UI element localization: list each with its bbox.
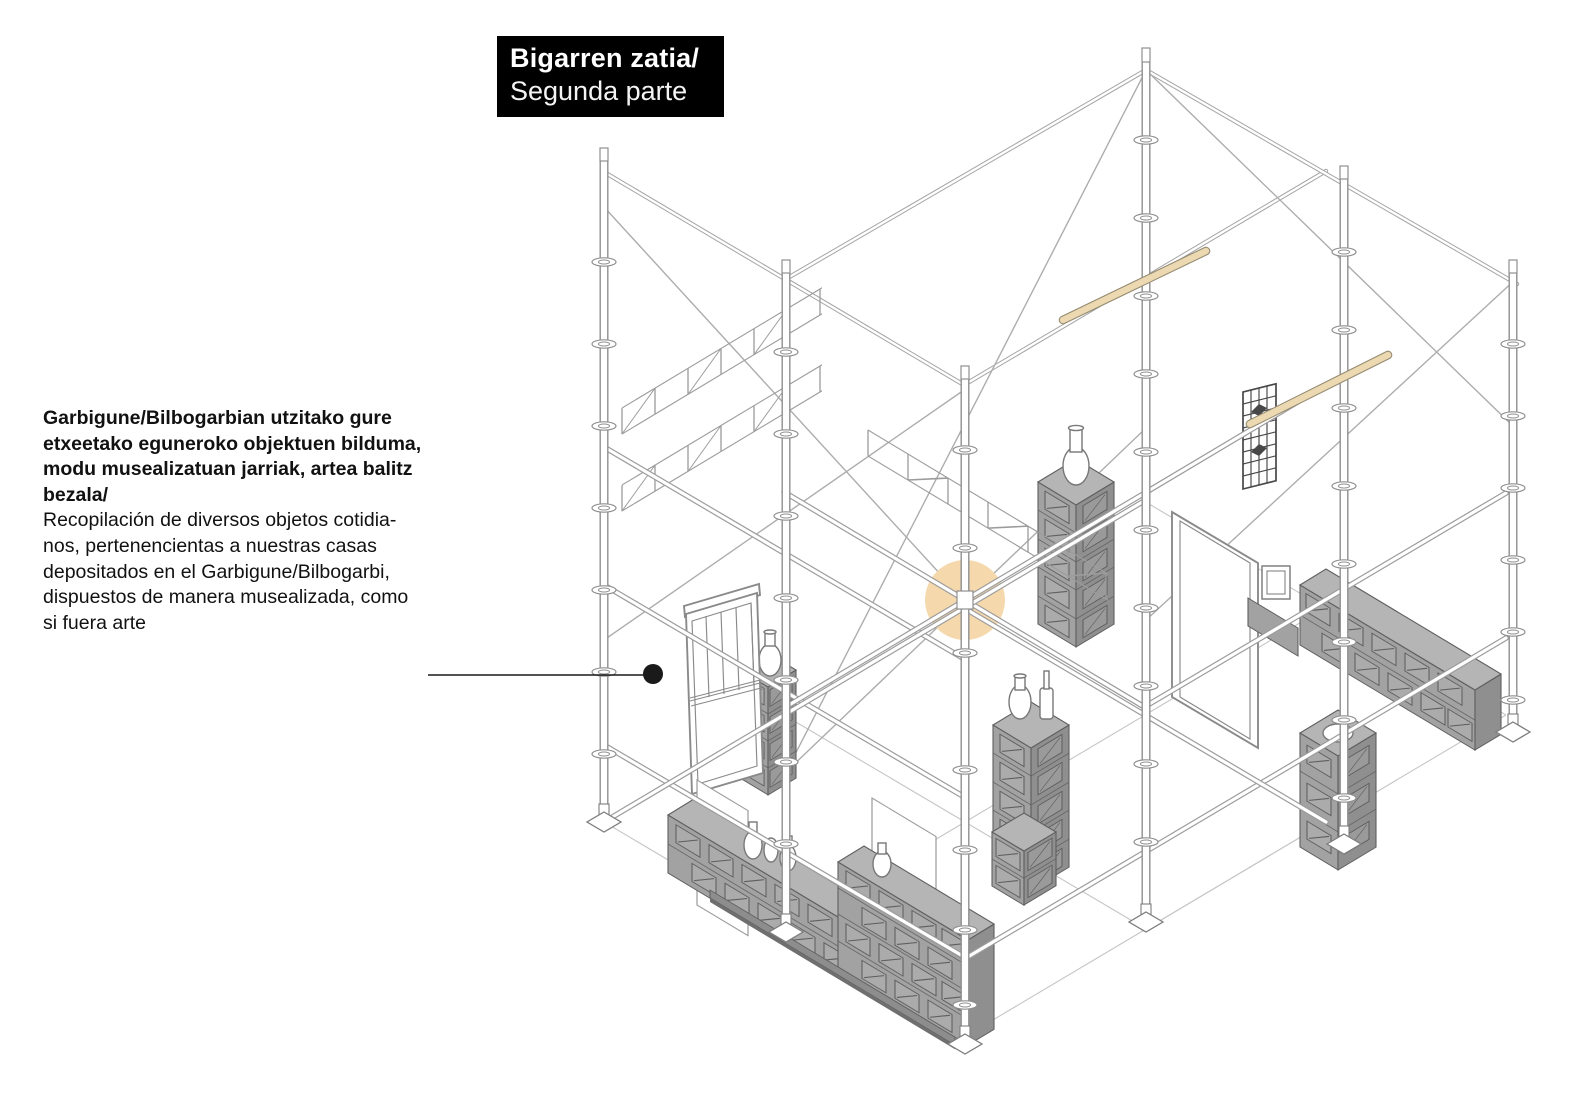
plank-strip bbox=[709, 889, 956, 1050]
vase-icon bbox=[1008, 673, 1032, 720]
scaffold-pole bbox=[947, 365, 983, 1055]
block-stack-jug bbox=[1038, 424, 1114, 647]
block-wall-center bbox=[836, 797, 996, 1046]
block-stack-small bbox=[990, 812, 1058, 907]
window-frame bbox=[682, 582, 764, 796]
title-block: Bigarren zatia/ Segunda parte bbox=[497, 36, 724, 117]
annotation-text: Garbigune/Bilbogarbian utzitako gure etx… bbox=[43, 406, 453, 636]
scaffold-pole bbox=[768, 259, 804, 943]
annotation-spanish: Recopilación de diversos objetos cotidia… bbox=[43, 509, 409, 634]
annotation-leader bbox=[428, 664, 663, 684]
title-spanish: Segunda parte bbox=[510, 76, 688, 106]
jug-icon bbox=[872, 842, 892, 878]
title-basque: Bigarren zatia/ bbox=[510, 43, 700, 73]
wood-rod bbox=[1245, 350, 1393, 429]
scaffold-poles bbox=[586, 47, 1531, 1055]
annotation-basque: Garbigune/Bilbogarbian utzitako gure etx… bbox=[43, 407, 422, 506]
bottle-icon bbox=[1039, 670, 1054, 720]
wood-rod bbox=[1058, 246, 1211, 325]
door-panel bbox=[1171, 510, 1259, 750]
annotation-dot-icon bbox=[643, 664, 663, 684]
picture-frame bbox=[1261, 565, 1291, 600]
wood-rods bbox=[1058, 246, 1393, 429]
roof-beams bbox=[601, 67, 1520, 388]
jug-icon bbox=[1062, 424, 1090, 486]
window-grille bbox=[1242, 382, 1277, 491]
scaffold-pole bbox=[1326, 165, 1362, 855]
scaffold-pole bbox=[1495, 259, 1531, 743]
block-stack-vase bbox=[993, 670, 1069, 890]
scaffold-pole bbox=[586, 147, 622, 833]
scaffold-pole bbox=[1128, 47, 1164, 933]
vase-icon bbox=[758, 629, 782, 677]
